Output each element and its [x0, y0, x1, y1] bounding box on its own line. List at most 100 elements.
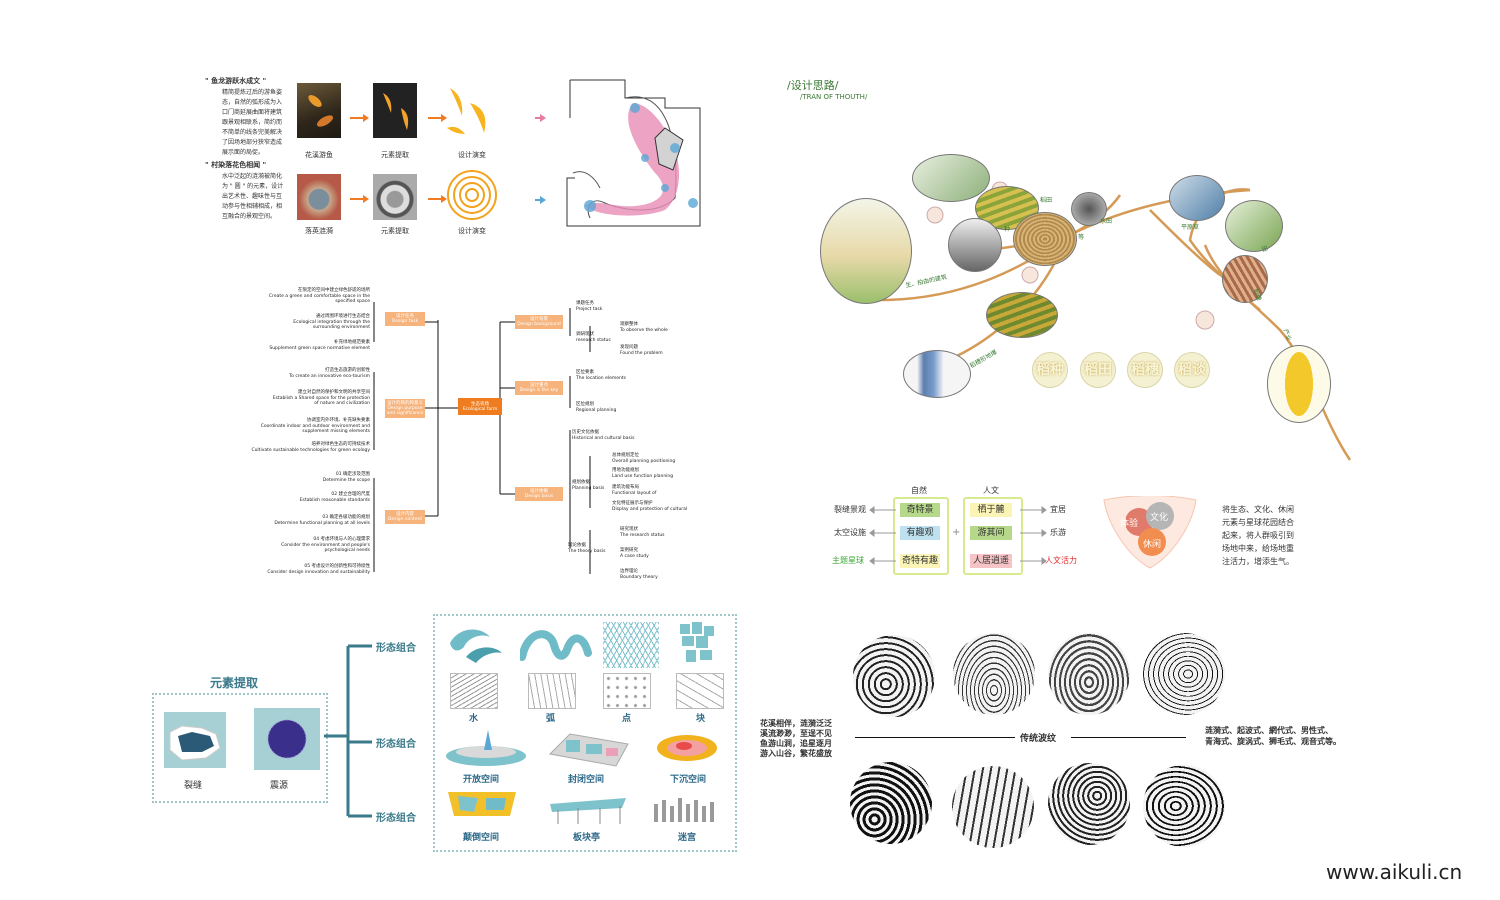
branch-label-1: 形态组合 — [376, 643, 416, 654]
arrow-icon — [428, 195, 447, 203]
divider-left — [855, 737, 1015, 738]
space-label: 开放空间 — [463, 775, 500, 785]
nature-column-box — [893, 497, 949, 575]
koi-evolution-graphic — [445, 83, 495, 143]
rice-tag: 稻种 — [1032, 352, 1068, 388]
nature-cell-1: 奇特景 — [906, 505, 934, 515]
plus-icon: + — [952, 527, 961, 538]
concept-head-culture: 人文 — [983, 486, 999, 495]
branch-label-3: 形态组合 — [376, 813, 416, 824]
wave-center-label: 传统波纹 — [1020, 734, 1057, 744]
right-label-1: 宜居 — [1050, 505, 1066, 514]
arc-form-icon — [518, 623, 592, 667]
wave-poem: 花溪相伴，涟漪泛泛 溪流渺渺，至逞不见 鱼游山涧，追星逐月 游入山谷，繁花盛放 — [760, 719, 832, 758]
ripple-evolution-graphic — [444, 165, 504, 225]
rice-tag: 稻田 — [1080, 352, 1116, 388]
sunken-space-model — [654, 726, 720, 770]
form-label: 点 — [622, 714, 632, 724]
culture-cell-3: 人居逍遥 — [972, 556, 1009, 566]
closed-space-model — [546, 726, 632, 770]
site-plan-diagram — [515, 78, 720, 236]
koi-extract-photo — [373, 83, 417, 138]
culture-cell-2: 游其间 — [977, 528, 1005, 538]
fish-caption-a: 花溪游鱼 — [305, 151, 333, 159]
element-label: 震源 — [270, 781, 289, 791]
koi-photo — [297, 83, 341, 138]
landform-model-image — [1071, 192, 1107, 226]
fish-desc-1: 精简提炼过后的游鱼姿态，自然的弧形成为入口门商延展曲面将建筑跟景观相联系，简约而… — [222, 89, 283, 156]
arrow-icon — [350, 114, 369, 122]
cell-bg — [970, 554, 1012, 568]
straw-texture-image — [1013, 212, 1077, 266]
right-label-3: 人文活力 — [1045, 556, 1077, 565]
concept-arrows — [869, 506, 1047, 565]
branch-label-2: 形态组合 — [376, 739, 416, 750]
culture-cell-1: 栖于麓 — [977, 505, 1005, 515]
rice-tag: 稻谈 — [1174, 352, 1210, 388]
cell-bg — [900, 526, 940, 540]
fish-caption-b: 元素提取 — [381, 151, 409, 159]
arrow-icon — [428, 114, 447, 122]
watermark: www.aikuli.cn — [1326, 860, 1463, 884]
ripple-caption-a: 落英涟漪 — [305, 227, 333, 235]
dot-form-icon — [603, 622, 659, 668]
rice-seed-image — [1267, 345, 1331, 423]
arrow-icon — [350, 195, 369, 203]
divider-right — [1071, 737, 1186, 738]
branch-label: 稻田 — [1040, 197, 1053, 204]
mindmap-node-basis: 设计依据 Design basis — [515, 487, 563, 501]
arc-sketch — [528, 673, 576, 709]
ripple-extract-photo — [373, 174, 417, 220]
left-label-2: 太空设施 — [834, 528, 866, 537]
elements-title: 元素提取 — [210, 676, 259, 690]
ripple-photo — [297, 174, 341, 220]
slab-pavilion-model — [548, 796, 630, 826]
design-idea-subtitle: /TRAN OF THOUTH/ — [800, 93, 868, 101]
space-label: 下沉空间 — [670, 775, 707, 785]
wave-pattern-image — [853, 635, 935, 717]
elements-tree-lines — [324, 644, 372, 818]
architecture-sketch-image — [820, 198, 912, 304]
mindmap-node-design-task: 设计任务 Design task — [385, 312, 425, 326]
cell-bg — [900, 554, 940, 568]
water-form-icon — [446, 623, 506, 667]
branch-label: 平原草 — [1181, 224, 1200, 231]
cell-bg — [970, 526, 1012, 540]
water-sketch — [450, 673, 498, 709]
nature-cell-2: 有趣观 — [906, 528, 934, 538]
planting-plan-image — [1225, 200, 1283, 252]
nature-cell-3: 奇特有趣 — [901, 556, 938, 566]
element-label: 裂缝 — [184, 781, 203, 791]
wave-pattern-image — [850, 762, 932, 844]
fish-desc-2: 水中泛起的涟漪被简化为 " 圆 " 的元素，设计出艺术性、趣味性与互动参与性相辅… — [222, 173, 284, 220]
form-label: 弧 — [546, 714, 556, 724]
ripple-caption-c: 设计演变 — [458, 227, 486, 235]
dot-sketch — [603, 673, 651, 709]
form-label: 水 — [469, 714, 479, 724]
branch-label: 水田 — [1100, 218, 1113, 225]
space-label: 颠倒空间 — [463, 833, 500, 843]
venn-diagram: 体验 文化 休闲 — [1102, 495, 1198, 570]
branch-label: 种 — [1004, 226, 1011, 233]
culture-column-box — [963, 497, 1023, 575]
elements-frame — [152, 693, 328, 803]
ripple-caption-b: 元素提取 — [381, 227, 409, 235]
site-model-image — [912, 154, 990, 202]
